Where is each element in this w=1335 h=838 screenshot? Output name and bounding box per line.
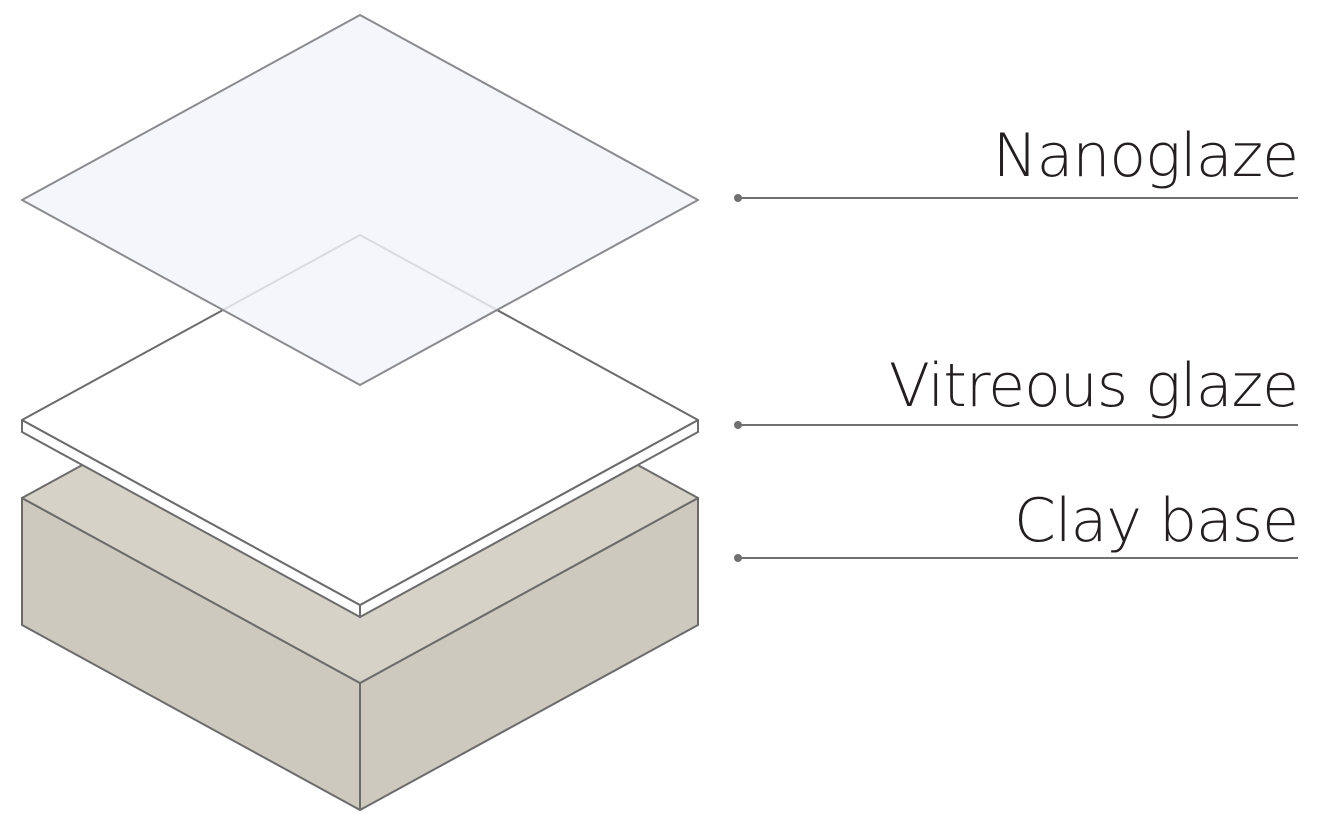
leader-vitreous-glaze [734, 421, 1298, 429]
label-clay-base: Clay base [1014, 486, 1298, 556]
leader-nanoglaze [734, 194, 1298, 202]
label-vitreous-glaze: Vitreous glaze [889, 351, 1298, 421]
nanoglaze-film [21, 14, 699, 386]
label-nanoglaze: Nanoglaze [993, 121, 1298, 191]
leader-clay-base [734, 554, 1298, 562]
